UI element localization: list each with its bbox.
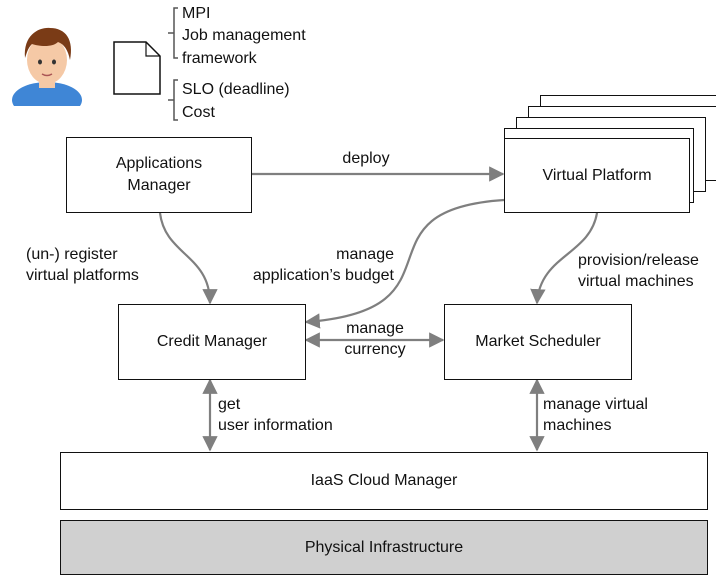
market-scheduler-box: Market Scheduler — [444, 304, 632, 380]
doc-item-framework: framework — [182, 50, 257, 67]
credit-manager-box: Credit Manager — [118, 304, 306, 380]
provision-arrow — [530, 212, 599, 305]
user-avatar-icon — [12, 27, 82, 106]
iaas-cloud-manager-box: IaaS Cloud Manager — [60, 452, 708, 510]
register-arrow — [158, 212, 218, 305]
deploy-label: deploy — [342, 150, 390, 167]
manage-currency-label: manage currency — [344, 320, 406, 358]
manage-budget-arrow — [304, 198, 505, 329]
manage-vms-label: manage virtual machines — [543, 396, 648, 434]
doc-item-cost: Cost — [182, 104, 215, 121]
document-icon — [113, 41, 161, 95]
provision-label: provision/release virtual machines — [578, 252, 699, 290]
doc-item-slo: SLO (deadline) — [182, 81, 290, 98]
doc-item-job-management: Job management — [182, 27, 306, 44]
bracket-group1 — [168, 7, 178, 59]
manage-budget-label: manage application’s budget — [252, 246, 394, 284]
virtual-platform-box: Virtual Platform — [504, 138, 690, 213]
applications-manager-box: Applications Manager — [66, 137, 252, 213]
physical-infrastructure-box: Physical Infrastructure — [60, 520, 708, 575]
bracket-group2 — [168, 79, 178, 121]
register-label: (un-) register virtual platforms — [26, 246, 139, 284]
get-user-info-label: get user information — [218, 396, 333, 434]
doc-item-mpi: MPI — [182, 5, 211, 22]
